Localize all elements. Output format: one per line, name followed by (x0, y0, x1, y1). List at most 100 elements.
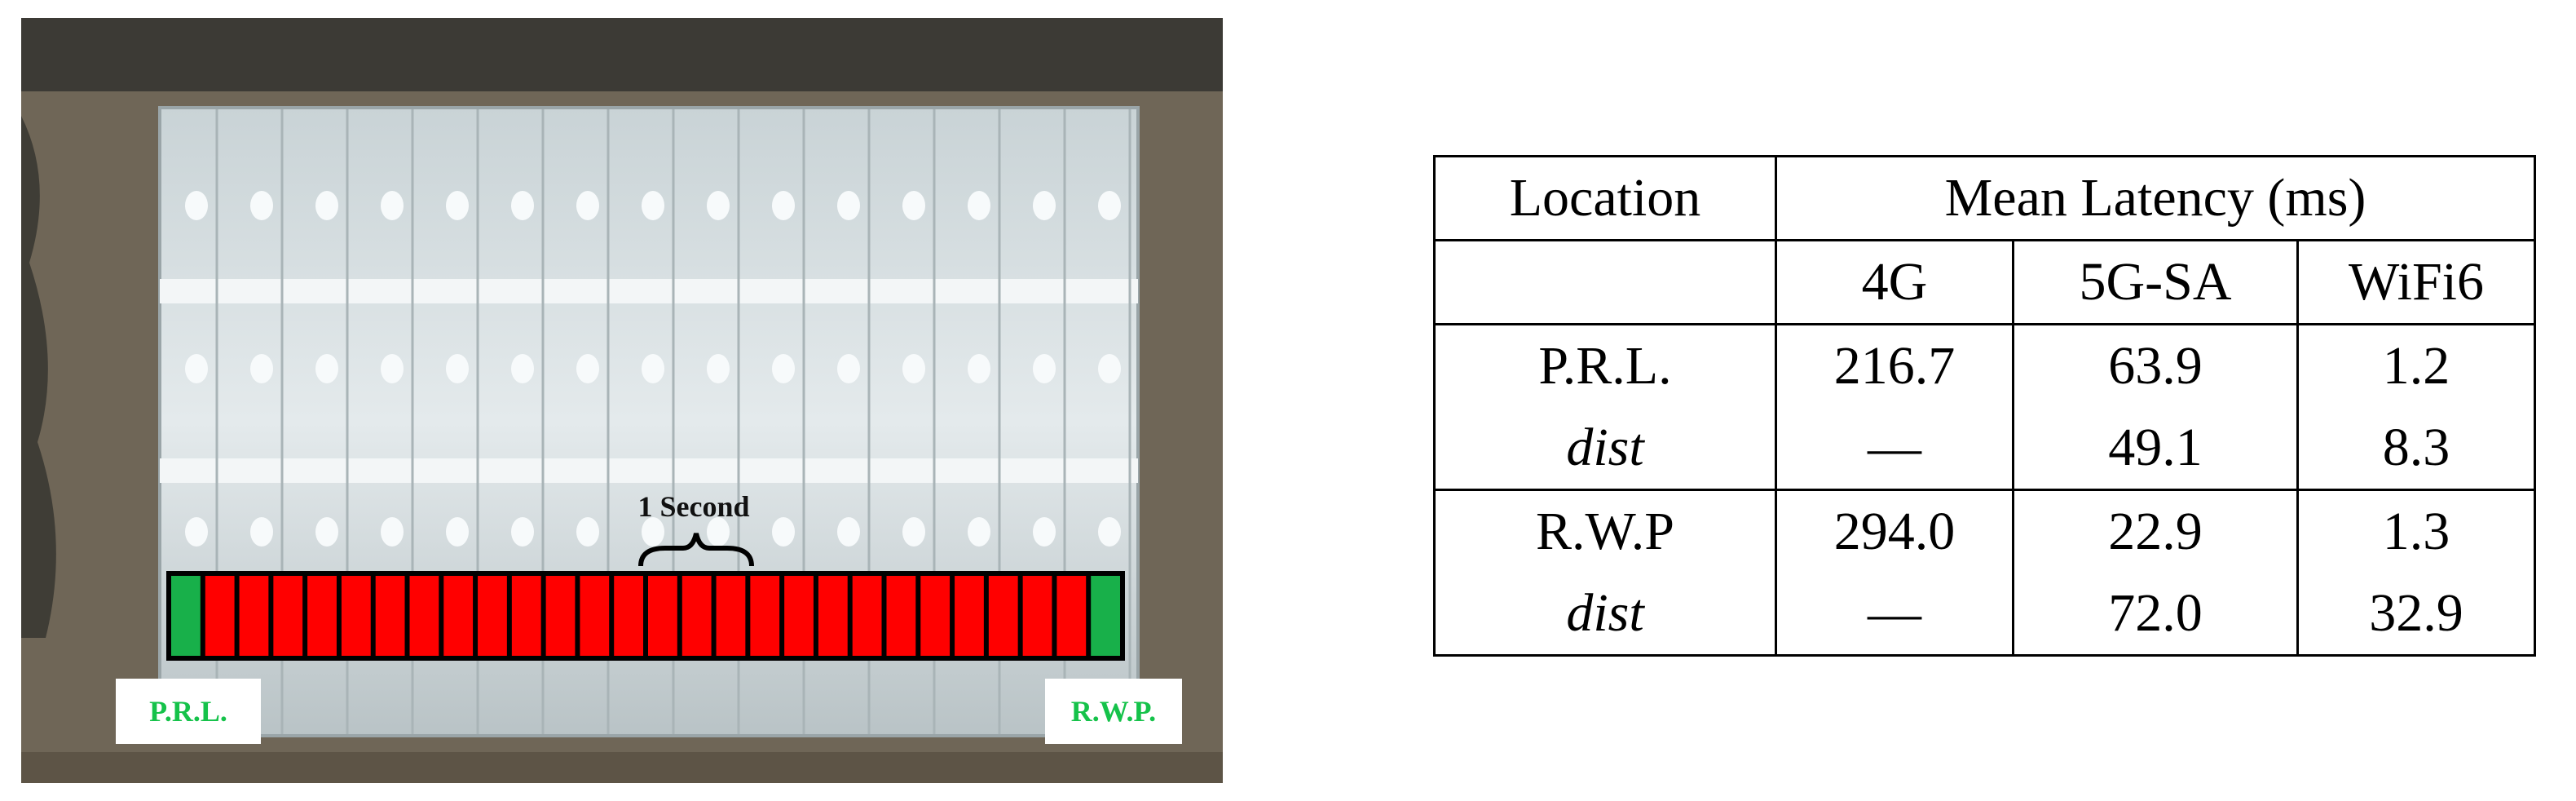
bar-segment (818, 576, 848, 656)
row-location: dist (1433, 573, 1777, 657)
greenhouse-vent (642, 517, 664, 547)
one-second-label: 1 Second (637, 490, 750, 523)
greenhouse-vents (185, 191, 1121, 547)
row-5g-value: 63.9 (2012, 324, 2299, 407)
greenhouse-vent (381, 354, 404, 383)
top-road (21, 18, 1223, 91)
bar-segment (341, 576, 371, 656)
table-row: R.W.P 294.0 22.9 1.3 (1433, 489, 2536, 573)
row-5g-value: 72.0 (2012, 573, 2299, 657)
bar-segment (511, 576, 541, 656)
column-5g-sa: 5G-SA (2012, 240, 2299, 325)
row-4g-value: 216.7 (1775, 324, 2014, 407)
greenhouse-vent (250, 517, 273, 547)
bar-segment (955, 576, 984, 656)
prl-endpoint-label: P.R.L. (116, 679, 261, 744)
bar-segment (273, 576, 303, 656)
bar-segment (443, 576, 474, 656)
greenhouse-vent (707, 354, 730, 383)
row-5g-value: 22.9 (2012, 489, 2299, 573)
bar-endpoint-segment (171, 576, 201, 656)
greenhouse-vent (1098, 191, 1121, 220)
table-subheader-row: 4G 5G-SA WiFi6 (1433, 240, 2536, 325)
bar-segment (852, 576, 882, 656)
greenhouse-vent (576, 517, 599, 547)
greenhouse-vent (185, 517, 208, 547)
bar-segment (307, 576, 337, 656)
greenhouse-vent (250, 354, 273, 383)
greenhouse-vent (837, 191, 860, 220)
greenhouse-vent (707, 517, 730, 547)
greenhouse-vent (968, 191, 990, 220)
bar-segment (988, 576, 1018, 656)
greenhouse-vent (902, 191, 925, 220)
aerial-photo (21, 18, 1223, 783)
greenhouse-vent (1098, 354, 1121, 383)
bar-segment (614, 576, 643, 656)
greenhouse-vent (1033, 354, 1056, 383)
greenhouse-vent (381, 191, 404, 220)
bar-endpoint-segment (1091, 576, 1120, 656)
row-wifi6-value: 32.9 (2296, 573, 2536, 657)
bar-segment (716, 576, 746, 656)
greenhouse-vent (511, 517, 534, 547)
greenhouse-vent (315, 517, 338, 547)
greenhouse-vent (576, 354, 599, 383)
greenhouse-vent (315, 191, 338, 220)
row-5g-value: 49.1 (2012, 407, 2299, 491)
header-location: Location (1433, 155, 1777, 241)
header-mean-latency: Mean Latency (ms) (1775, 155, 2536, 241)
bar-segment (545, 576, 576, 656)
row-wifi6-value: 1.2 (2296, 324, 2536, 407)
column-wifi6: WiFi6 (2296, 240, 2536, 325)
bar-segment (409, 576, 439, 656)
left-dark-edge (21, 116, 56, 638)
bar-segment (886, 576, 916, 656)
greenhouse-vent (902, 517, 925, 547)
greenhouse-vent (1098, 517, 1121, 547)
row-separator-2 (160, 458, 1138, 483)
one-second-brace (638, 533, 754, 567)
table-row: dist — 72.0 32.9 (1433, 573, 2536, 657)
bar-segment (580, 576, 610, 656)
row-location: P.R.L. (1433, 324, 1777, 407)
bar-segment (205, 576, 235, 656)
greenhouse-vent (576, 191, 599, 220)
row-location: dist (1433, 407, 1777, 491)
greenhouse-vent (511, 191, 534, 220)
bar-segment (239, 576, 269, 656)
greenhouse-vent (642, 354, 664, 383)
greenhouse-vent (1033, 191, 1056, 220)
table-row: P.R.L. 216.7 63.9 1.2 (1433, 324, 2536, 407)
greenhouse-vent (707, 191, 730, 220)
row-wifi6-value: 1.3 (2296, 489, 2536, 573)
row-4g-value: 294.0 (1775, 489, 2014, 573)
greenhouse-vent (837, 517, 860, 547)
greenhouse-vent (446, 354, 469, 383)
table-header-row: Location Mean Latency (ms) (1433, 155, 2536, 241)
timeline-bar (171, 576, 1120, 656)
column-4g: 4G (1775, 240, 2014, 325)
bar-segment (648, 576, 677, 656)
greenhouse-vent (902, 354, 925, 383)
bar-segment (920, 576, 951, 656)
bar-segment (750, 576, 780, 656)
rwp-endpoint-label: R.W.P. (1045, 679, 1182, 744)
greenhouse-vent (772, 517, 795, 547)
greenhouse-vent (968, 354, 990, 383)
subheader-empty (1433, 240, 1777, 325)
table-row: dist — 49.1 8.3 (1433, 407, 2536, 491)
greenhouse-vent (381, 517, 404, 547)
greenhouse-vent (968, 517, 990, 547)
bar-segment (375, 576, 405, 656)
greenhouse-vent (1033, 517, 1056, 547)
greenhouse-vent (185, 354, 208, 383)
latency-table: Location Mean Latency (ms) 4G 5G-SA WiFi… (1433, 155, 2536, 657)
row-4g-value: — (1775, 407, 2014, 491)
greenhouse-vent (185, 191, 208, 220)
greenhouse-vent (511, 354, 534, 383)
row-separator-1 (160, 279, 1138, 303)
greenhouse-vent (642, 191, 664, 220)
greenhouse-vent (837, 354, 860, 383)
bar-segment (1022, 576, 1052, 656)
